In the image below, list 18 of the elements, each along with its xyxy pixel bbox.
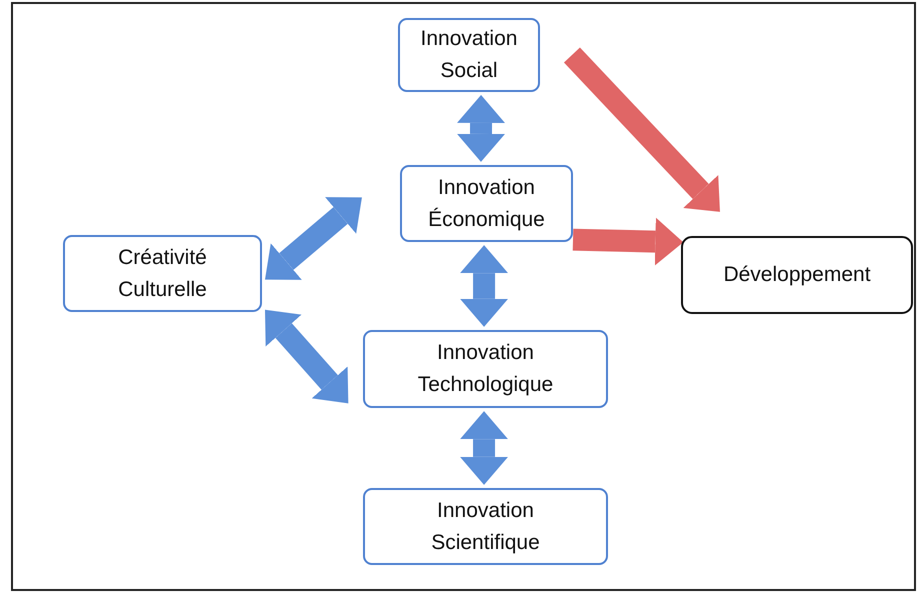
double-block-arrow [460,245,508,327]
double-block-arrow [572,218,684,266]
node-box [681,236,913,314]
node-label: Innovation Scientifique [430,498,541,556]
node-label: Développement [723,262,871,288]
node-label: Innovation Social [420,26,518,84]
double-block-arrow [460,411,508,485]
node-box [63,235,262,312]
node-label: Créativité Culturelle [117,244,208,302]
node-box [400,165,573,242]
node-label: Innovation Technologique [416,340,554,398]
node-box [363,330,608,408]
node-label: Innovation Économique [427,174,546,232]
node-box [363,488,608,565]
double-block-arrow [264,197,362,280]
node-box [398,18,540,92]
double-block-arrow [264,310,348,404]
double-block-arrow [457,94,506,162]
